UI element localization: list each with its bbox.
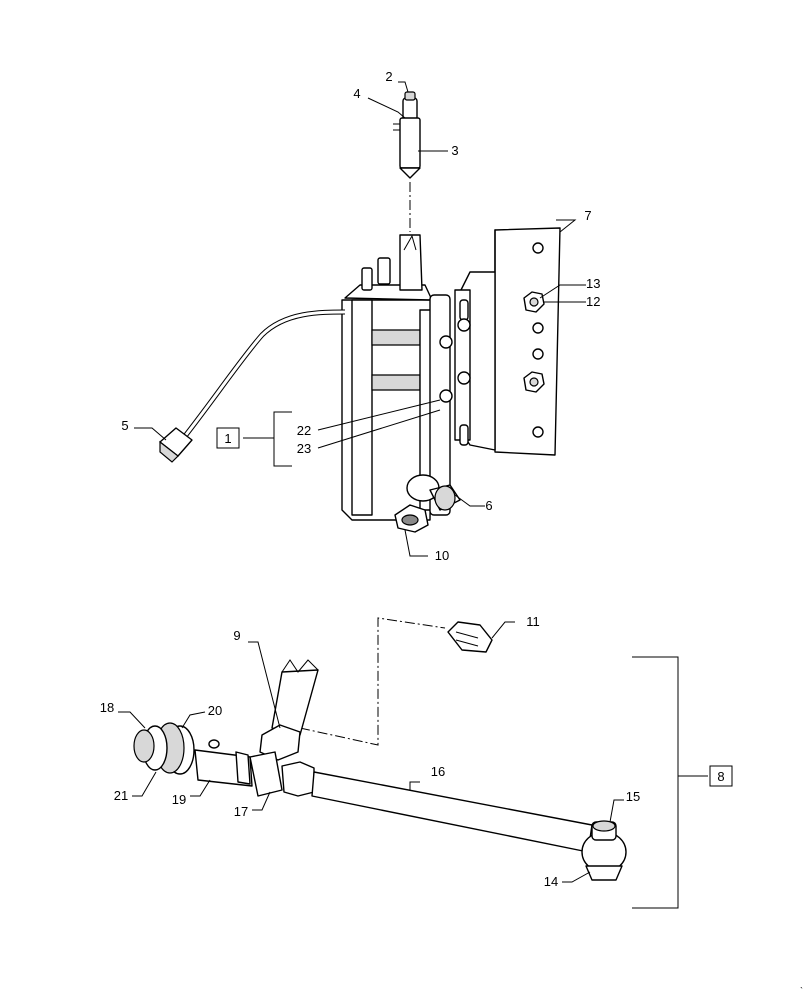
callout-22: 22 — [297, 423, 311, 438]
hose-clip — [394, 504, 429, 533]
cable-connector — [159, 427, 193, 463]
assembly-link-line — [299, 617, 446, 746]
callout-23: 23 — [297, 441, 311, 456]
sensor-probe — [393, 91, 421, 179]
callout-14: 14 — [544, 874, 558, 889]
tee-fitting — [249, 751, 283, 797]
callout-6: 6 — [485, 498, 492, 513]
group-1-box — [216, 427, 240, 449]
tube-end-fitting — [581, 820, 627, 881]
reservoir-housing — [341, 234, 451, 521]
callout-16: 16 — [431, 764, 445, 779]
group-1-bracket — [273, 411, 292, 467]
elbow-fitting — [259, 724, 301, 761]
sensor-cable-inner — [176, 310, 346, 446]
callout-21: 21 — [114, 788, 128, 803]
adapter-body — [194, 739, 253, 787]
callout-11: 11 — [526, 614, 540, 629]
callout-2: 2 — [385, 69, 392, 84]
outlet-fitting — [406, 474, 461, 511]
callout-17: 17 — [234, 804, 248, 819]
bracket-nut-lower — [523, 371, 545, 393]
corner-mark: ` — [800, 986, 803, 996]
callout-4: 4 — [353, 86, 360, 101]
callout-18: 18 — [100, 700, 114, 715]
callout-13: 13 — [586, 276, 600, 291]
spare-hose-clip — [447, 621, 493, 653]
callout-labels: 2 4 3 7 13 12 5 22 23 6 10 11 9 18 20 16… — [100, 69, 640, 889]
callout-12: 12 — [586, 294, 600, 309]
callout-20: 20 — [208, 703, 222, 718]
housing-bolts — [439, 318, 471, 403]
tube-nut — [281, 761, 315, 797]
callout-9: 9 — [233, 628, 240, 643]
bulkhead-fitting — [133, 725, 168, 771]
callout-3: 3 — [451, 143, 458, 158]
callout-15: 15 — [626, 789, 640, 804]
bracket-nut-upper — [523, 291, 545, 313]
callout-19: 19 — [172, 792, 186, 807]
group-8-label: 8 — [717, 769, 724, 784]
sensor-cable — [176, 309, 346, 447]
leader-lines — [118, 81, 624, 883]
tube — [311, 771, 593, 853]
group-8-box — [709, 765, 733, 787]
group-8-bracket — [632, 656, 679, 909]
group-1-label: 1 — [224, 431, 231, 446]
callout-7: 7 — [584, 208, 591, 223]
callout-5: 5 — [121, 418, 128, 433]
mounting-bracket — [454, 227, 561, 456]
callout-10: 10 — [435, 548, 449, 563]
